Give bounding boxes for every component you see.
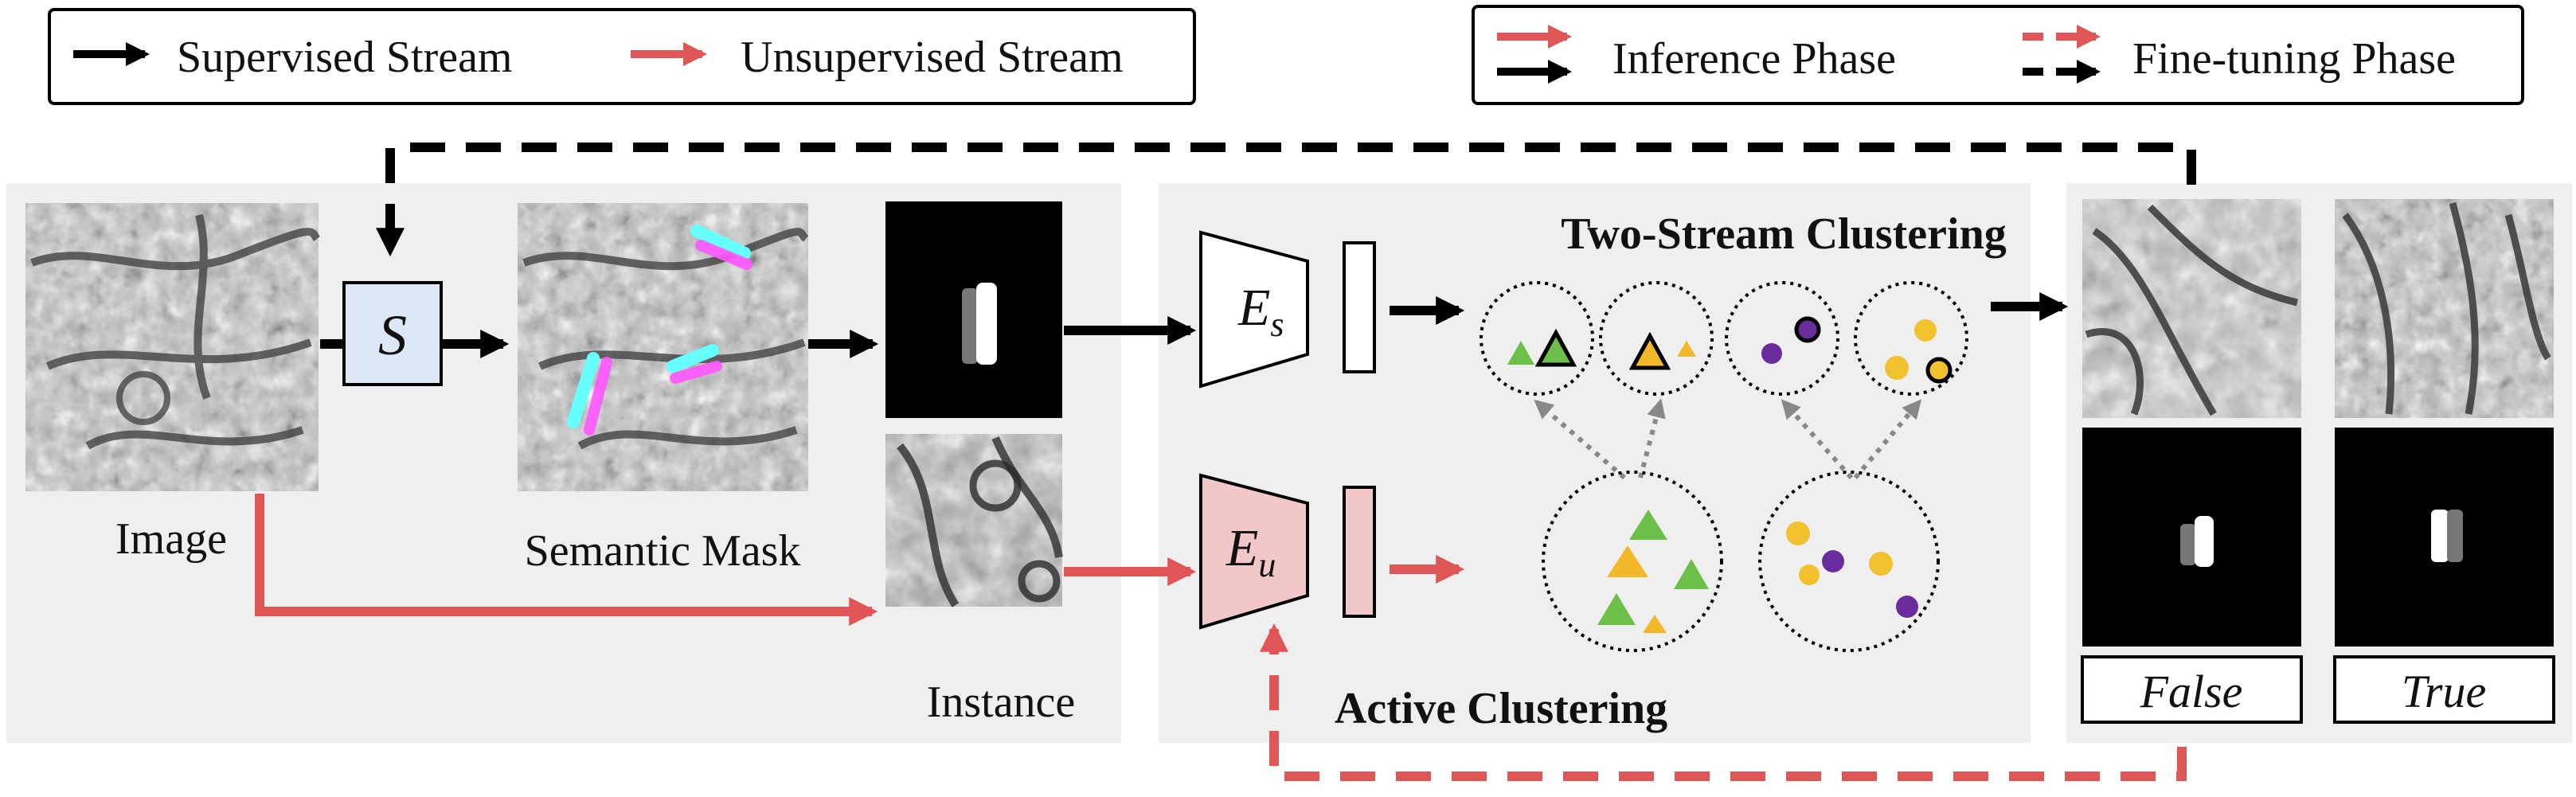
triangle-icon	[1629, 510, 1667, 540]
legend-phases: Inference Phase Fine-tuning Phase	[1472, 5, 2524, 105]
semantic-mask-image	[518, 203, 809, 491]
encoder-s: Es	[1199, 230, 1309, 389]
dot-icon	[1896, 596, 1918, 618]
image-to-instance-arrow	[255, 494, 878, 626]
triangle-icon	[1674, 559, 1709, 589]
true-example-mask	[2335, 428, 2554, 647]
false-example-mask	[2082, 428, 2301, 647]
cluster-small-3	[1725, 281, 1839, 396]
dot-icon	[1794, 316, 1821, 343]
mask-overlay-magenta	[584, 240, 752, 436]
cluster-small-2	[1599, 281, 1714, 396]
cluster-small-4	[1854, 281, 1968, 396]
false-label-box: False	[2081, 655, 2303, 724]
cluster-small-1	[1480, 281, 1594, 396]
cluster-link-arrows	[1534, 398, 1922, 480]
triangle-icon	[1534, 328, 1577, 367]
dot-icon	[1822, 550, 1844, 572]
dot-icon	[1914, 319, 1937, 342]
segmenter-label: S	[378, 303, 407, 367]
instance-mask-image	[885, 201, 1062, 418]
image-label: Image	[115, 514, 227, 564]
feature-vector-s	[1343, 241, 1376, 373]
true-example-image	[2335, 199, 2554, 418]
instance-label: Instance	[927, 678, 1076, 727]
legend-streams: Supervised Stream Unsupervised Stream	[48, 8, 1196, 105]
active-clustering-title: Active Clustering	[1335, 684, 1667, 733]
input-image	[25, 203, 321, 491]
legend-unsupervised-label: Unsupervised Stream	[741, 33, 1124, 82]
true-label-box: True	[2333, 655, 2555, 724]
dot-icon	[1786, 522, 1810, 545]
dot-icon	[1799, 565, 1820, 585]
cluster-large-dots	[1758, 471, 1940, 652]
two-stream-title: Two-Stream Clustering	[1561, 209, 2006, 259]
legend-finetune-label: Fine-tuning Phase	[2132, 34, 2456, 84]
triangle-icon	[1607, 545, 1648, 577]
instance-image	[885, 434, 1063, 608]
cluster-large-triangles	[1542, 471, 1723, 652]
feature-vector-u	[1343, 486, 1376, 618]
finetune-loop-red	[1260, 623, 2187, 781]
triangle-icon	[1677, 341, 1696, 357]
legend-inference-label: Inference Phase	[1612, 34, 1896, 84]
finetune-arrows-icon	[2023, 25, 2101, 84]
encoder-s-label: Es	[1237, 279, 1284, 344]
false-label: False	[2140, 666, 2243, 717]
false-example-image	[2082, 199, 2301, 418]
dot-icon	[1869, 552, 1893, 576]
triangle-icon	[1643, 615, 1667, 633]
triangle-icon	[1597, 593, 1636, 625]
legend-supervised-label: Supervised Stream	[177, 33, 512, 82]
encoder-u-label: Eu	[1225, 519, 1276, 584]
dot-icon	[1885, 356, 1909, 380]
triangle-icon	[1507, 341, 1534, 365]
inference-arrows-icon	[1497, 25, 1572, 84]
dot-icon	[1761, 343, 1782, 364]
true-label: True	[2402, 666, 2486, 717]
triangle-icon	[1628, 331, 1671, 370]
segmenter-box: S	[342, 281, 443, 386]
mask-overlay-cyan	[567, 225, 751, 428]
finetune-loop-black	[376, 143, 2196, 257]
semantic-mask-label: Semantic Mask	[525, 526, 801, 576]
dot-icon	[1925, 357, 1953, 384]
encoder-u: Eu	[1199, 473, 1309, 630]
